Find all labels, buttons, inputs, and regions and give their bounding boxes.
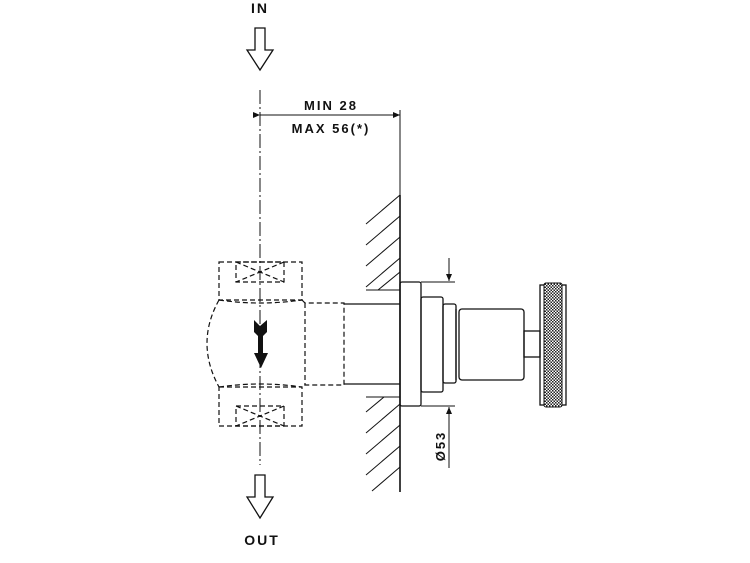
inlet-arrow-icon	[245, 27, 275, 72]
valve-trim	[344, 281, 541, 407]
depth-max-label: MAX 56(*)	[292, 121, 371, 136]
diameter-label: Ø53	[433, 431, 448, 462]
out-label: OUT	[244, 532, 280, 548]
depth-dimension: MIN 28 MAX 56(*)	[253, 98, 401, 195]
outlet-arrow-icon	[245, 474, 275, 520]
wall	[365, 194, 401, 492]
handle-knob	[539, 282, 567, 408]
flow-direction-icon	[254, 320, 268, 368]
depth-min-label: MIN 28	[304, 98, 358, 113]
diameter-dimension: Ø53	[421, 258, 455, 468]
concealed-valve-body	[206, 261, 345, 427]
in-label: IN	[251, 0, 269, 16]
